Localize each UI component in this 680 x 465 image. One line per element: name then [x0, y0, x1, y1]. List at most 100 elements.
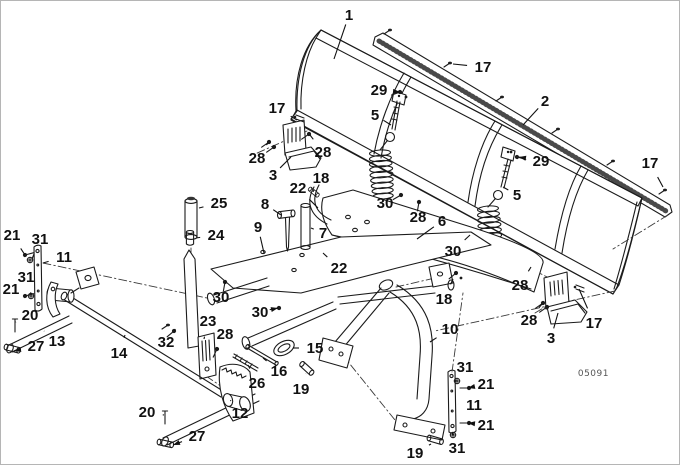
callout-20: 20 [22, 307, 39, 324]
callout-3: 3 [547, 330, 555, 347]
leader-line [290, 115, 298, 121]
callout-21: 21 [4, 227, 21, 244]
leader-line [309, 134, 314, 140]
link-bar-left [21, 244, 43, 312]
leader-line [247, 364, 251, 369]
callout-28: 28 [521, 312, 538, 329]
callout-5: 5 [371, 107, 379, 124]
leader-line [429, 337, 437, 343]
leader-line [527, 266, 532, 272]
leader-line [464, 234, 471, 241]
leader-line [259, 236, 265, 254]
callout-19: 19 [407, 445, 424, 462]
callout-17: 17 [586, 315, 603, 332]
leader-line [266, 142, 269, 146]
leader-line [310, 227, 314, 230]
callout-27: 27 [189, 428, 206, 445]
leader-line [428, 443, 432, 446]
callout-13: 13 [49, 333, 66, 350]
callout-17: 17 [269, 100, 286, 117]
callout-3: 3 [269, 167, 277, 184]
stand-bracket [161, 323, 221, 380]
callout-28: 28 [512, 277, 529, 294]
leader-line [450, 278, 454, 285]
leader-line [522, 107, 539, 126]
doc-number: 05091 [578, 369, 609, 379]
push-tube-right [156, 363, 260, 449]
callout-23: 23 [200, 313, 217, 330]
push-tube-left [3, 315, 73, 354]
skid-shoe-left [259, 114, 322, 171]
leader-arrowhead [14, 347, 22, 352]
leader-line [195, 236, 201, 239]
callout-8: 8 [261, 196, 269, 213]
callout-22: 22 [331, 260, 348, 277]
callout-29: 29 [371, 82, 388, 99]
swivel-tube [300, 202, 311, 251]
callout-9: 9 [254, 219, 262, 236]
stand-pin [185, 229, 195, 246]
clip-handle [273, 339, 295, 357]
callout-28: 28 [217, 326, 234, 343]
leader-line [31, 253, 35, 260]
main-frame [206, 231, 492, 350]
leader-arrowhead [392, 88, 400, 94]
callout-28: 28 [315, 144, 332, 161]
leader-line [657, 176, 664, 188]
callout-21: 21 [478, 417, 495, 434]
leader-line [173, 328, 176, 332]
leader-arrowhead [519, 155, 527, 161]
tension-spring-right [475, 146, 516, 257]
leader-arrowhead [468, 421, 476, 427]
callout-14: 14 [111, 345, 128, 362]
leader-line [502, 186, 509, 191]
callout-24: 24 [208, 227, 225, 244]
leader-line [20, 248, 26, 256]
frame-pin [297, 360, 316, 377]
lift-bracket [46, 281, 61, 318]
leader-line [198, 206, 204, 209]
leader-line [451, 432, 454, 436]
callout-30: 30 [445, 243, 462, 260]
callout-7: 7 [319, 225, 327, 242]
leader-line [416, 226, 435, 240]
leader-line [262, 357, 267, 362]
leader-line [42, 260, 49, 264]
leader-line [123, 334, 126, 338]
cross-shaft [60, 291, 224, 398]
callout-30: 30 [377, 195, 394, 212]
callout-31: 31 [449, 440, 466, 457]
callout-10: 10 [442, 321, 459, 338]
callout-29: 29 [533, 153, 550, 170]
adjust-rods [232, 343, 279, 372]
callout-17: 17 [475, 59, 492, 76]
a-frame [318, 279, 446, 446]
leader-line [229, 399, 232, 402]
leader-line [578, 288, 589, 309]
callout-18: 18 [313, 170, 330, 187]
callout-30: 30 [252, 304, 269, 321]
callout-22: 22 [290, 180, 307, 197]
callout-2: 2 [541, 93, 549, 110]
leader-line [203, 336, 206, 340]
callout-26: 26 [249, 375, 266, 392]
leader-arrowhead [270, 307, 278, 312]
callout-30: 30 [213, 289, 230, 306]
callout-12: 12 [232, 405, 249, 422]
callout-31: 31 [18, 269, 35, 286]
leader-line [322, 252, 328, 258]
callout-19: 19 [293, 381, 310, 398]
link-bar-right [447, 369, 472, 439]
callout-28: 28 [249, 150, 266, 167]
leader-line [312, 189, 315, 193]
callout-1: 1 [345, 7, 353, 24]
callout-11: 11 [56, 249, 72, 266]
leader-line [452, 63, 468, 66]
callout-31: 31 [457, 359, 474, 376]
callout-16: 16 [271, 363, 288, 380]
leader-line [279, 156, 292, 169]
callout-27: 27 [28, 338, 45, 355]
callout-21: 21 [3, 281, 20, 298]
callout-25: 25 [211, 195, 228, 212]
